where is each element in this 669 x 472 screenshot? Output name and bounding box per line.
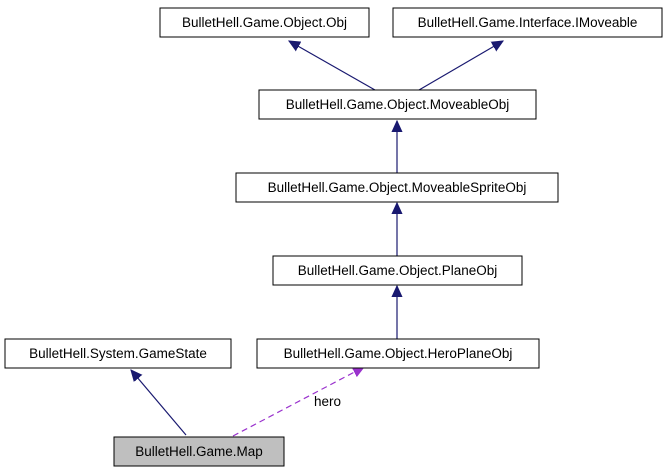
node-planeobj-label: BulletHell.Game.Object.PlaneObj [298, 263, 498, 278]
node-obj-label: BulletHell.Game.Object.Obj [182, 15, 347, 30]
node-imoveable[interactable]: BulletHell.Game.Interface.IMoveable [392, 7, 663, 38]
node-moveableobj-label: BulletHell.Game.Object.MoveableObj [286, 97, 510, 112]
edge-map-to-gamestate [131, 370, 187, 436]
node-heroplaneobj-label: BulletHell.Game.Object.HeroPlaneObj [284, 346, 513, 361]
edge-label-hero: hero [314, 394, 341, 409]
node-moveableobj[interactable]: BulletHell.Game.Object.MoveableObj [258, 89, 537, 120]
edge-map-to-heroplaneobj-usage [232, 367, 364, 437]
node-gamestate-label: BulletHell.System.GameState [29, 346, 207, 361]
node-map[interactable]: BulletHell.Game.Map [113, 436, 285, 467]
edge-moveableobj-to-imoveable [418, 41, 503, 91]
node-imoveable-label: BulletHell.Game.Interface.IMoveable [418, 15, 638, 30]
node-heroplaneobj[interactable]: BulletHell.Game.Object.HeroPlaneObj [256, 338, 540, 369]
node-moveablespriteobj-label: BulletHell.Game.Object.MoveableSpriteObj [268, 180, 527, 195]
node-planeobj[interactable]: BulletHell.Game.Object.PlaneObj [272, 255, 523, 286]
edge-moveableobj-to-obj [289, 41, 376, 91]
node-gamestate[interactable]: BulletHell.System.GameState [4, 338, 232, 369]
node-moveablespriteobj[interactable]: BulletHell.Game.Object.MoveableSpriteObj [235, 172, 559, 203]
node-map-label: BulletHell.Game.Map [135, 444, 263, 459]
node-obj[interactable]: BulletHell.Game.Object.Obj [159, 7, 370, 38]
